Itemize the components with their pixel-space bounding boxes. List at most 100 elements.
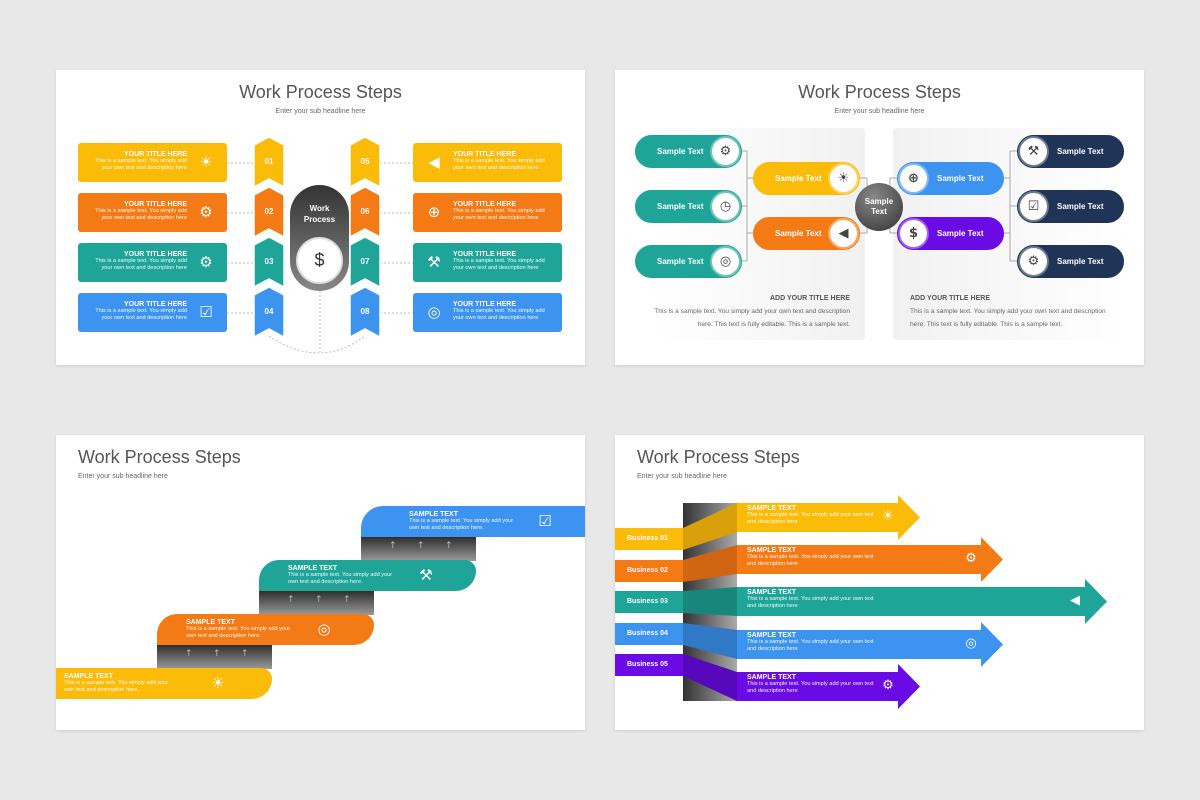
right-note: ADD YOUR TITLE HERE This is a sample tex… bbox=[910, 295, 1110, 331]
step-title: YOUR TITLE HERE bbox=[123, 151, 187, 158]
target-search-icon: ⊕ bbox=[900, 165, 927, 192]
business-label[interactable]: Business 04 bbox=[615, 623, 683, 645]
step-title: YOUR TITLE HERE bbox=[453, 301, 517, 308]
step-number: 07 bbox=[360, 257, 370, 266]
tools-icon: ⚒ bbox=[1020, 138, 1047, 165]
step-title: YOUR TITLE HERE bbox=[453, 251, 517, 258]
arrow-title: SAMPLE TEXT bbox=[747, 674, 797, 681]
arrow-title: SAMPLE TEXT bbox=[747, 505, 797, 512]
gray-riser: ↑↑↑ bbox=[259, 591, 374, 615]
business-label[interactable]: Business 02 bbox=[615, 560, 683, 582]
money-hand-icon: $ bbox=[900, 220, 927, 247]
presenter-checklist-icon: ☑ bbox=[199, 303, 213, 321]
pill-label: Sample Text bbox=[1057, 202, 1104, 211]
step-title: SAMPLE TEXT bbox=[186, 619, 236, 626]
slide-title: Work Process Steps bbox=[798, 82, 961, 102]
step-description: This is a sample text. You simply add yo… bbox=[409, 518, 514, 531]
arrow-description: This is a sample text. You simply add yo… bbox=[747, 639, 874, 652]
pill-node[interactable]: Sample Text$ bbox=[897, 217, 1004, 250]
arrow-shape bbox=[737, 622, 1003, 667]
arrow-shape bbox=[737, 537, 1003, 582]
pill-node[interactable]: Sample Text◀ bbox=[753, 217, 860, 250]
pill-node[interactable]: Sample Text ⚙ bbox=[1017, 245, 1124, 278]
step-title: YOUR TITLE HERE bbox=[123, 251, 187, 258]
step-title: YOUR TITLE HERE bbox=[123, 301, 187, 308]
business-label[interactable]: Business 05 bbox=[615, 654, 683, 676]
pill-node[interactable]: Sample Text ⊕ bbox=[897, 162, 1004, 195]
pill-node[interactable]: Sample Text⚒ bbox=[1017, 135, 1124, 168]
gears-search-icon: ⚙ bbox=[965, 551, 977, 566]
slide-staircase-work-process[interactable]: Work Process Steps Enter your sub headli… bbox=[56, 435, 585, 730]
step-title: YOUR TITLE HERE bbox=[123, 201, 187, 208]
step-description: This is a sample text. You simply add yo… bbox=[453, 208, 545, 221]
arrow-up-icon: ↑ bbox=[445, 541, 453, 551]
pill-node[interactable]: Sample Text☑ bbox=[1017, 190, 1124, 223]
arrow-up-icon: ↑ bbox=[343, 595, 351, 605]
slide-arrows-work-process[interactable]: Work Process Steps Enter your sub headli… bbox=[615, 435, 1144, 730]
step-number: 03 bbox=[264, 257, 274, 266]
pill-node[interactable]: Sample Text⚙ bbox=[635, 135, 742, 168]
step-description: This is a sample text. You simply add yo… bbox=[95, 158, 187, 171]
gray-riser: ↑↑↑ bbox=[361, 537, 476, 561]
pill-label: Sample Text bbox=[937, 174, 984, 183]
right-note-title: ADD YOUR TITLE HERE bbox=[910, 295, 990, 302]
lightbulb-icon: ☀ bbox=[211, 674, 225, 692]
pill-node[interactable]: Sample Text ◎ bbox=[635, 245, 742, 278]
arrow-shape bbox=[737, 495, 920, 540]
arrow-up-icon: ↑ bbox=[389, 541, 397, 551]
pill-label: Sample Text bbox=[657, 257, 704, 266]
gears-search-icon: ⚙ bbox=[1020, 248, 1047, 275]
slide-subtitle: Enter your sub headline here bbox=[275, 108, 366, 115]
slide-mindmap-work-process[interactable]: Work Process Steps Enter your sub headli… bbox=[615, 70, 1144, 365]
pill-node[interactable]: Sample Text◷ bbox=[635, 190, 742, 223]
step-number: 06 bbox=[360, 207, 370, 216]
arrow-up-icon: ↑ bbox=[241, 649, 249, 659]
arrow-title: SAMPLE TEXT bbox=[747, 589, 797, 596]
gray-riser: ↑↑↑ bbox=[157, 645, 272, 669]
lightbulb-icon: ☀ bbox=[882, 509, 894, 524]
slide-chevron-work-process[interactable]: Work Process Steps Enter your sub headli… bbox=[56, 70, 585, 365]
step-description: This is a sample text. You simply add yo… bbox=[95, 258, 187, 271]
chevron-segment bbox=[253, 236, 285, 289]
step-title: SAMPLE TEXT bbox=[409, 511, 459, 518]
arrow-description: This is a sample text. You simply add yo… bbox=[747, 512, 874, 525]
center-label: Work Process bbox=[303, 204, 336, 224]
step-description: This is a sample text. You simply add yo… bbox=[453, 158, 545, 171]
pill-node[interactable]: Sample Text☀ bbox=[753, 162, 860, 195]
chevron-segment bbox=[253, 136, 285, 189]
business-label[interactable]: Business 03 bbox=[615, 591, 683, 613]
gear-clock-icon: ⚙ bbox=[199, 203, 213, 221]
business-label[interactable]: Business 01 bbox=[615, 528, 683, 550]
pill-label: Sample Text bbox=[1057, 257, 1104, 266]
target-icon: ◎ bbox=[712, 248, 739, 275]
slide-subtitle: Enter your sub headline here bbox=[78, 473, 168, 480]
step-description: This is a sample text. You simply add yo… bbox=[186, 626, 291, 639]
center-pill: Work Process $ bbox=[290, 185, 349, 291]
megaphone-icon: ◀ bbox=[830, 220, 857, 247]
pill-label: Sample Text bbox=[657, 202, 704, 211]
arrow-description: This is a sample text. You simply add yo… bbox=[747, 596, 874, 609]
lightbulb-icon: ☀ bbox=[830, 165, 857, 192]
pill-label: Sample Text bbox=[657, 147, 704, 156]
gear-clock-icon: ⚙ bbox=[882, 678, 894, 693]
chevron-segment bbox=[349, 136, 381, 189]
money-hand-icon: $ bbox=[296, 237, 343, 284]
target-icon: ◎ bbox=[427, 303, 441, 321]
